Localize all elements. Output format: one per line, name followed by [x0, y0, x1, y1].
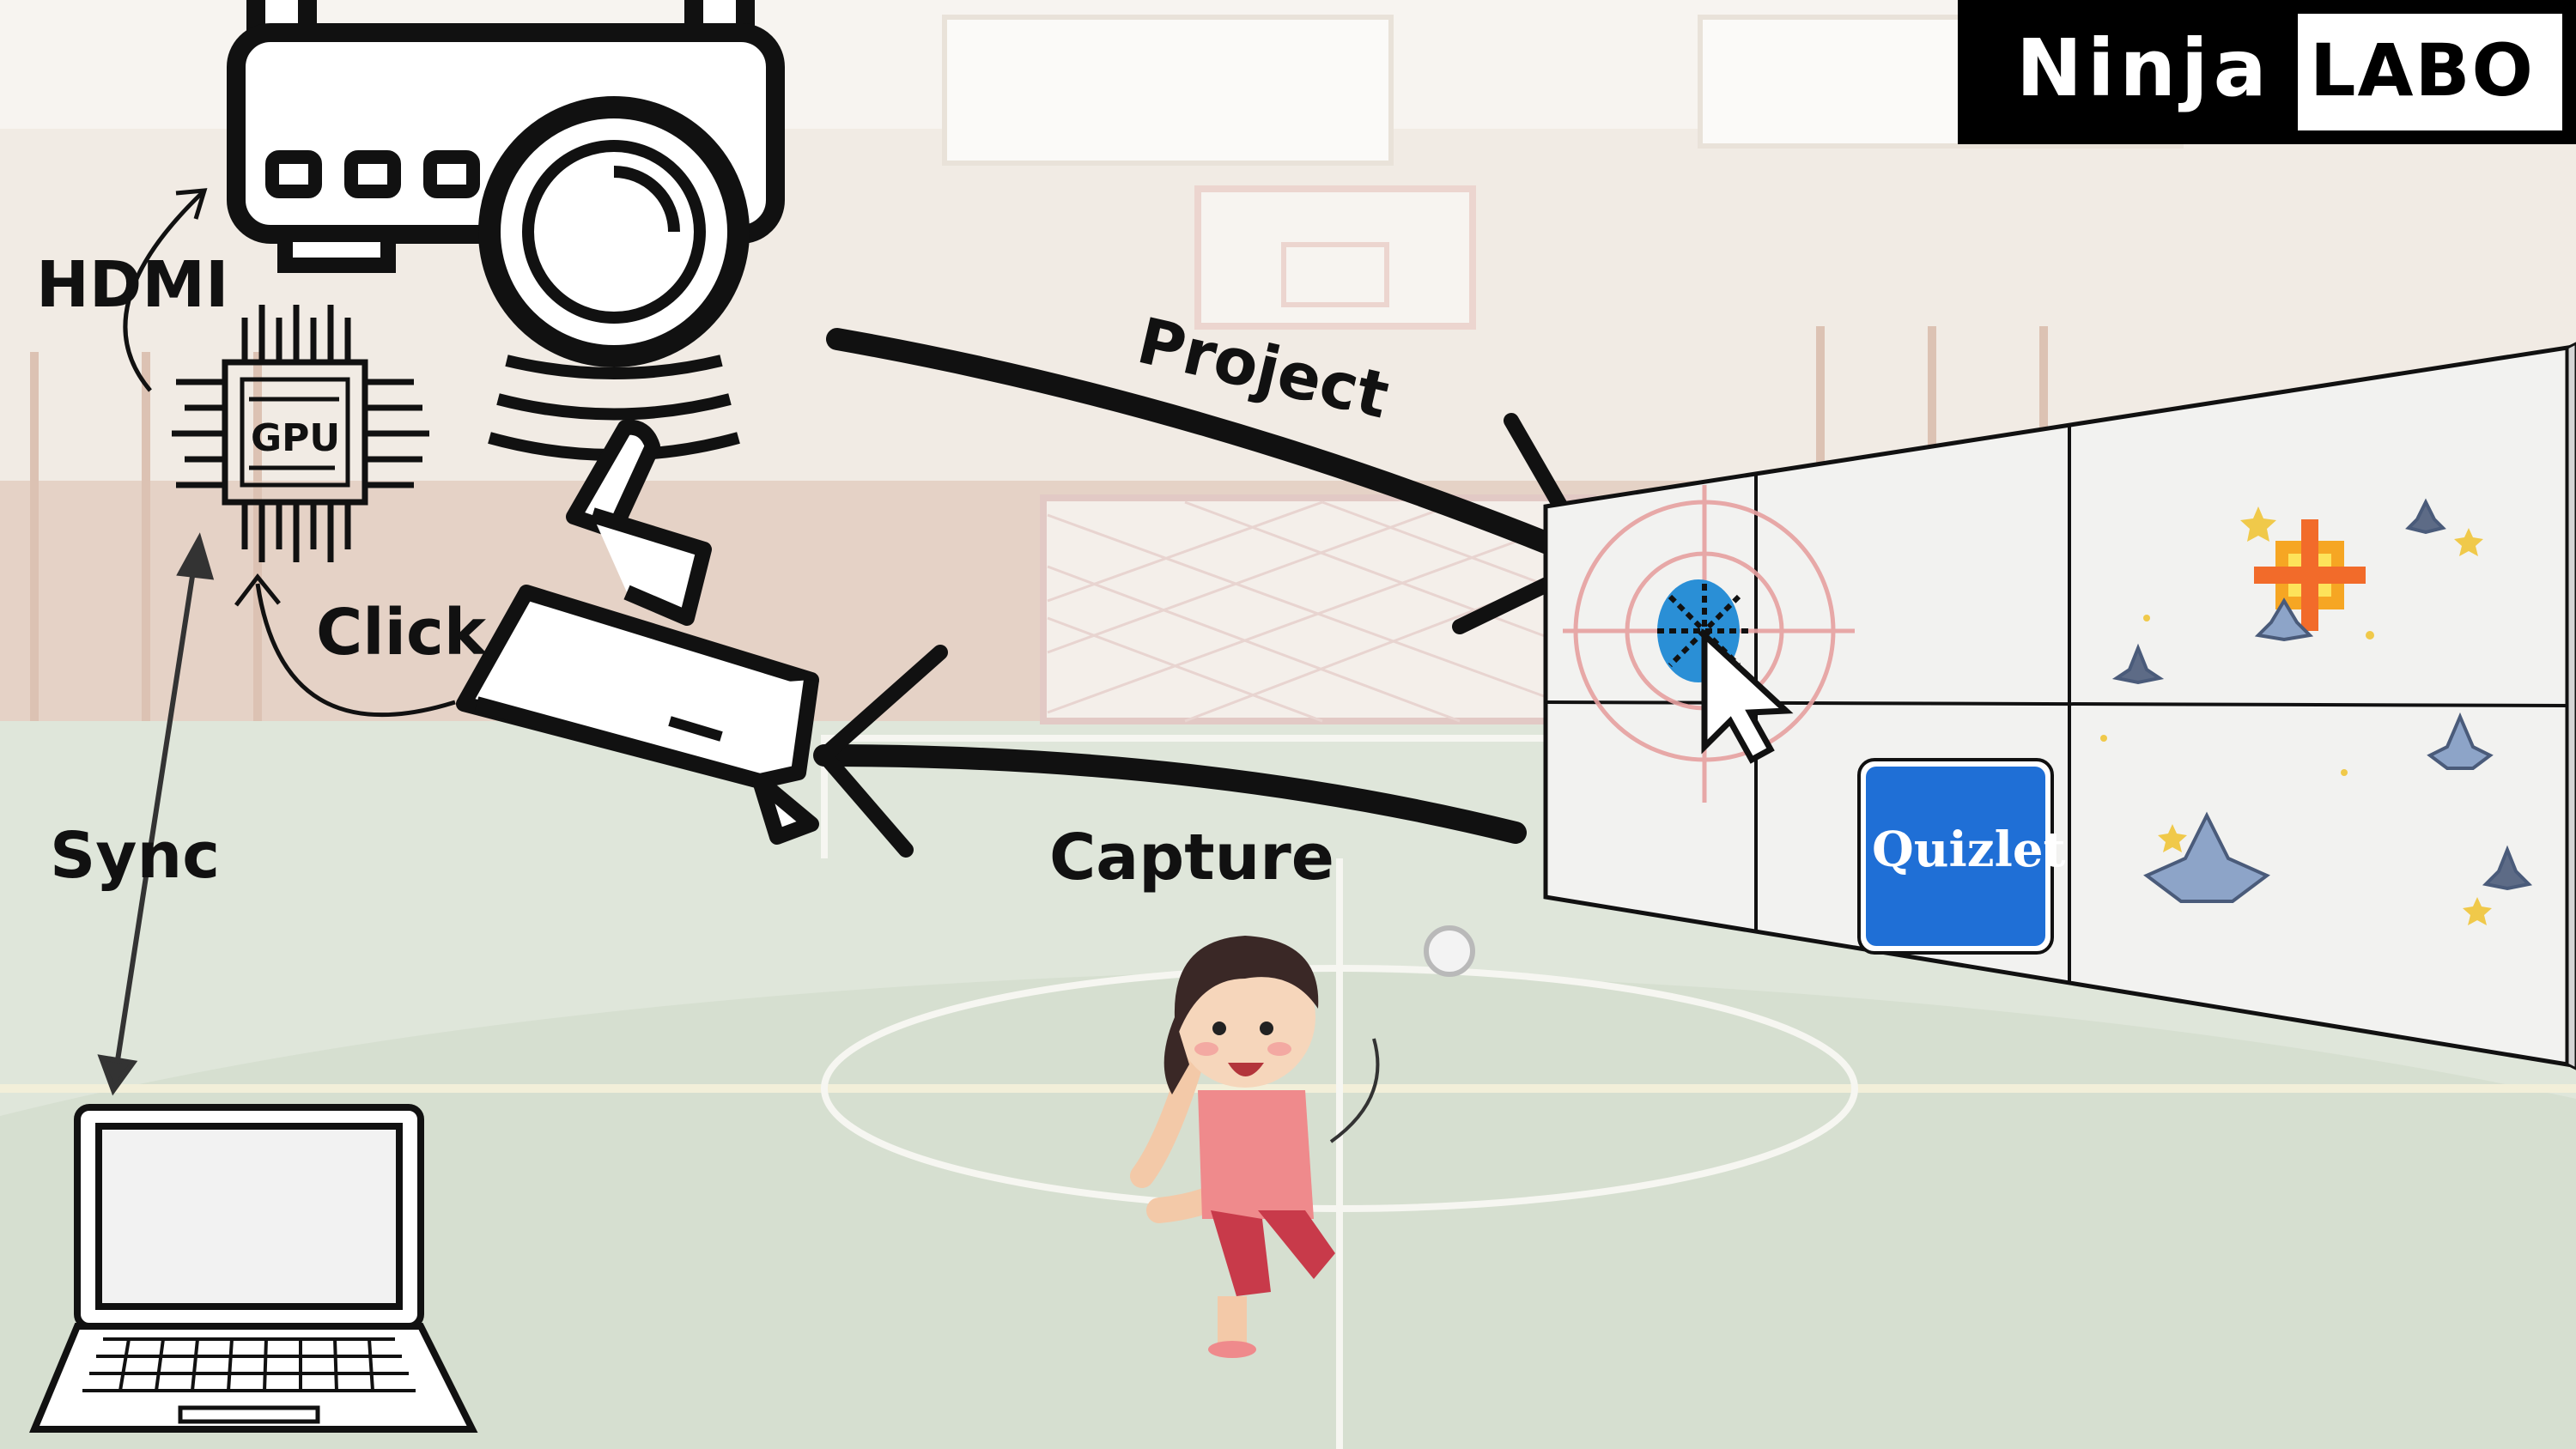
laptop-keyboard [82, 1337, 416, 1392]
star-icon [2100, 506, 2492, 925]
gpu-chip-icon [172, 305, 429, 562]
sync-label: Sync [50, 819, 221, 893]
sync-arrow [97, 532, 215, 1096]
hdmi-label: HDMI [36, 248, 229, 322]
quizlet-app-label: Quizlet [1872, 822, 2066, 878]
click-arrow [234, 573, 456, 718]
brand-name: Ninja [2016, 22, 2272, 114]
white-ball-icon [1424, 925, 1475, 977]
capture-arrow [813, 645, 1527, 858]
capture-label: Capture [1049, 821, 1334, 894]
child-throwing-ball [1130, 936, 1380, 1358]
mouse-cursor-icon [1701, 627, 1794, 764]
spaceship-icon [2111, 498, 2533, 903]
gpu-label: GPU [251, 416, 340, 460]
brand-lab: LABO [2310, 28, 2535, 112]
brand-lab-box [2294, 10, 2566, 134]
explosion-icon [2254, 519, 2366, 631]
basketball-hoop [1194, 185, 1476, 330]
hdmi-arrow [123, 188, 208, 392]
laptop-icon [29, 1104, 478, 1433]
click-label: Click [316, 596, 487, 670]
projector-icon [227, 0, 785, 461]
camera-icon [456, 419, 819, 845]
quizlet-app-icon [1857, 758, 2054, 955]
